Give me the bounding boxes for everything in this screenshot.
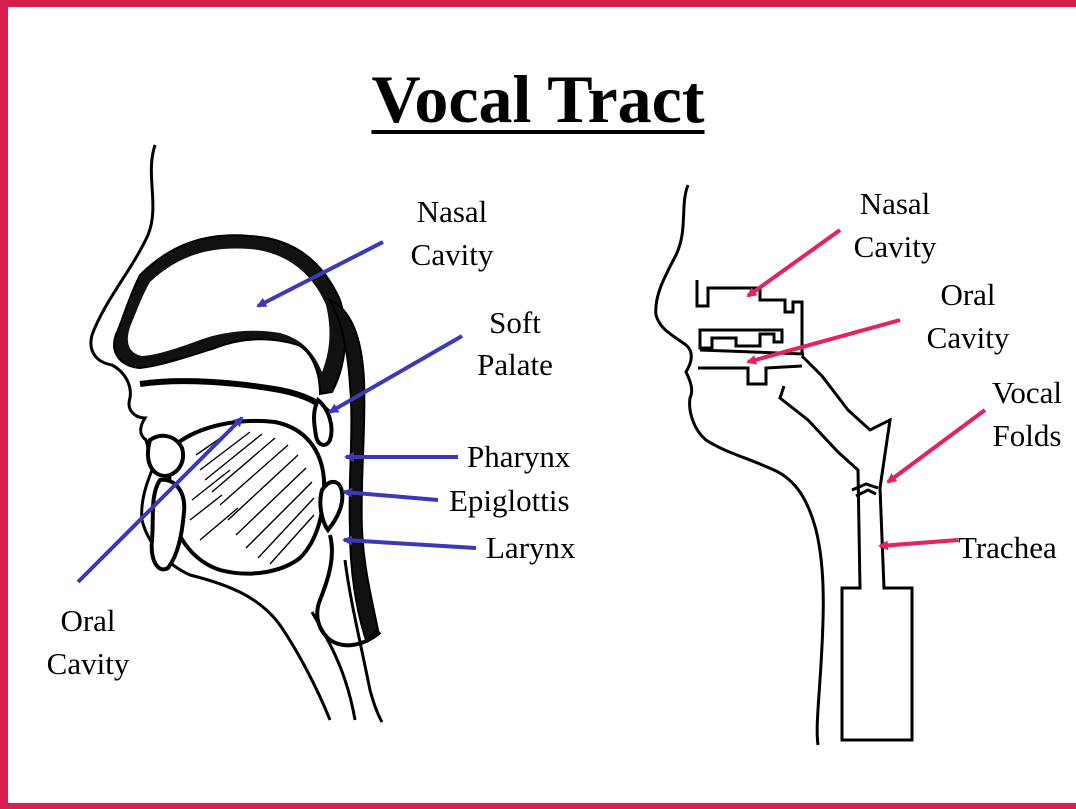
upper-lip <box>148 436 183 476</box>
pharynx-tube <box>780 356 912 740</box>
oral-cavity-lower <box>698 366 802 384</box>
label-soft-palate-line1: Soft <box>489 305 541 340</box>
label-oral-cavity-line1: Oral <box>60 603 115 638</box>
label-nasal-cavity-line1: Nasal <box>417 194 488 229</box>
label-vocal-folds-line2: Folds <box>993 418 1062 453</box>
hard-palate <box>140 381 328 412</box>
label-nasal-cavity-line2: Cavity <box>411 237 494 272</box>
tongue-shape <box>169 421 324 574</box>
label-schematic-nasal-line1: Nasal <box>860 186 931 221</box>
label-vocal-folds-line1: Vocal <box>992 375 1062 410</box>
right-labels: Nasal Cavity Oral Cavity Vocal Folds Tra… <box>854 186 1062 565</box>
vocal-fold-marks <box>852 484 878 496</box>
label-epiglottis: Epiglottis <box>449 483 570 518</box>
label-trachea: Trachea <box>958 530 1057 565</box>
label-oral-cavity-line2: Cavity <box>47 646 130 681</box>
arrow-trachea <box>880 540 958 546</box>
arrow-nasal-cavity-schematic <box>748 230 840 296</box>
head-cross-section-illustration <box>91 145 382 722</box>
arrow-oral-cavity-schematic <box>748 320 900 362</box>
label-larynx: Larynx <box>486 530 576 565</box>
label-soft-palate-line2: Palate <box>477 347 553 382</box>
label-schematic-oral-line1: Oral <box>940 277 995 312</box>
arrow-vocal-folds <box>888 410 985 482</box>
label-schematic-oral-line2: Cavity <box>927 320 1010 355</box>
schematic-face-profile <box>656 185 824 745</box>
label-schematic-nasal-line2: Cavity <box>854 229 937 264</box>
epiglottis-shape <box>320 482 342 530</box>
soft-palate-shape <box>314 400 332 445</box>
label-pharynx: Pharynx <box>467 439 571 474</box>
